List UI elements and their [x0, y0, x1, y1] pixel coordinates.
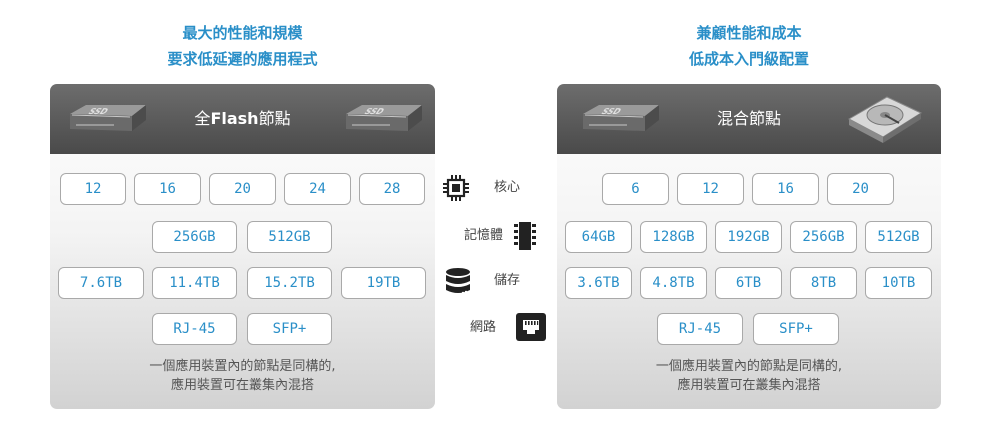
storage-option: 8TB	[790, 267, 857, 299]
network-option: RJ-45	[152, 313, 237, 345]
storage-option: 4.8TB	[640, 267, 707, 299]
storage-option: 7.6TB	[58, 267, 144, 299]
cpu-icon	[443, 175, 469, 201]
title-bold: Flash	[210, 109, 259, 128]
svg-text:SSD: SSD	[362, 108, 386, 117]
memory-option: 192GB	[715, 221, 782, 253]
memory-option: 512GB	[865, 221, 932, 253]
left-footnote-line1: 一個應用裝置內的節點是同構的,	[149, 359, 336, 374]
title-suffix: 節點	[258, 109, 291, 128]
ssd-drive-icon: SSD	[70, 105, 146, 131]
right-footnote: 一個應用裝置內的節點是同構的, 應用裝置可在叢集內混搭	[557, 357, 941, 395]
svg-text:SSD: SSD	[86, 108, 110, 117]
ssd-drive-icon: SSD	[583, 105, 659, 131]
storage-option: 10TB	[865, 267, 932, 299]
memory-option: 128GB	[640, 221, 707, 253]
core-option: 12	[677, 173, 744, 205]
database-icon	[446, 268, 470, 295]
all-flash-node-header: SSD 全Flash節點 SSD	[50, 84, 435, 154]
core-option: 20	[209, 173, 276, 205]
core-option: 6	[602, 173, 669, 205]
hybrid-node-header: SSD 混合節點	[557, 84, 941, 154]
core-option: 24	[284, 173, 351, 205]
memory-option: 256GB	[790, 221, 857, 253]
core-option: 28	[359, 173, 425, 205]
storage-option: 11.4TB	[152, 267, 237, 299]
storage-option: 3.6TB	[565, 267, 632, 299]
left-heading-line1: 最大的性能和規模	[182, 24, 303, 42]
left-heading: 最大的性能和規模 要求低延遲的應用程式	[50, 20, 435, 72]
memory-option: 256GB	[152, 221, 237, 253]
legend-network-label: 網路	[470, 320, 497, 335]
left-footnote: 一個應用裝置內的節點是同構的, 應用裝置可在叢集內混搭	[50, 357, 435, 395]
hard-disk-icon	[847, 96, 923, 143]
storage-option: 15.2TB	[247, 267, 332, 299]
hybrid-node-panel: SSD 混合節點 6 12 16 20 64GB 128GB 192GB 256…	[557, 84, 941, 409]
memory-option: 512GB	[247, 221, 332, 253]
right-heading-line2: 低成本入門級配置	[688, 50, 809, 68]
right-heading: 兼顧性能和成本 低成本入門級配置	[557, 20, 941, 72]
storage-option: 6TB	[715, 267, 782, 299]
all-flash-node-title: 全Flash節點	[50, 84, 435, 154]
legend-cores-label: 核心	[494, 180, 521, 195]
memory-option: 64GB	[565, 221, 632, 253]
right-footnote-line2: 應用裝置可在叢集內混搭	[677, 378, 821, 393]
memory-chip-icon	[514, 222, 536, 250]
core-option: 20	[827, 173, 894, 205]
network-option: SFP+	[247, 313, 332, 345]
storage-option: 19TB	[341, 267, 426, 299]
legend-memory-label: 記憶體	[464, 228, 504, 243]
ssd-drive-icon: SSD	[346, 105, 422, 131]
ethernet-port-icon	[516, 313, 546, 341]
core-option: 16	[752, 173, 819, 205]
network-option: RJ-45	[657, 313, 743, 345]
right-heading-line1: 兼顧性能和成本	[696, 24, 802, 42]
network-option: SFP+	[753, 313, 839, 345]
hybrid-node-title: 混合節點	[716, 109, 781, 128]
left-footnote-line2: 應用裝置可在叢集內混搭	[170, 378, 314, 393]
core-option: 12	[60, 173, 126, 205]
core-option: 16	[134, 173, 201, 205]
right-footnote-line1: 一個應用裝置內的節點是同構的,	[655, 359, 843, 374]
title-prefix: 全	[194, 109, 211, 128]
all-flash-node-panel: SSD 全Flash節點 SSD 12 16 20 24 28 256GB 51…	[50, 84, 435, 409]
legend-storage-label: 儲存	[494, 273, 521, 288]
left-heading-line2: 要求低延遲的應用程式	[167, 50, 318, 68]
svg-text:SSD: SSD	[599, 108, 623, 117]
